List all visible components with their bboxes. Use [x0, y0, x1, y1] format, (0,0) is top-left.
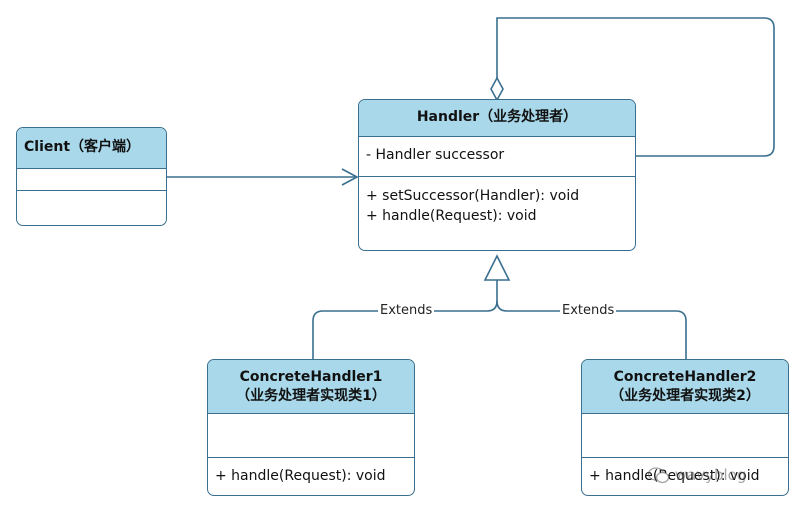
- concrete-handler2-methods: + handle(Request): void: [582, 458, 788, 486]
- extends-label-right: Extends: [560, 303, 617, 318]
- concrete-handler1-class[interactable]: ConcreteHandler1 （业务处理者实现类1） + handle(Re…: [207, 359, 415, 496]
- self-association-line: [496, 17, 775, 157]
- handler-method: + setSuccessor(Handler): void: [366, 188, 580, 204]
- concrete-handler2-method: + handle(Request): void: [589, 468, 760, 484]
- handler-attribute: - Handler successor: [366, 147, 505, 163]
- watermark: wavyblog: [647, 466, 747, 484]
- wechat-icon: [647, 467, 670, 484]
- watermark-text: wavyblog: [674, 466, 747, 484]
- aggregation-diamond: [490, 76, 504, 102]
- concrete-handler1-method: + handle(Request): void: [215, 468, 386, 484]
- concrete-handler2-subtitle: （业务处理者实现类2）: [610, 388, 760, 404]
- concrete-handler1-subtitle: （业务处理者实现类1）: [236, 388, 386, 404]
- handler-class[interactable]: Handler（业务处理者） - Handler successor + set…: [358, 99, 636, 251]
- handler-attributes: - Handler successor: [359, 137, 635, 177]
- concrete-handler2-attributes: [582, 414, 788, 458]
- inheritance-line-right: [496, 300, 687, 360]
- association-arrowhead: [341, 168, 359, 186]
- concrete-handler2-class[interactable]: ConcreteHandler2 （业务处理者实现类2） + handle(Re…: [581, 359, 789, 496]
- client-class-name: Client（客户端）: [17, 128, 166, 169]
- client-methods: [17, 191, 166, 225]
- handler-methods: + setSuccessor(Handler): void + handle(R…: [359, 177, 635, 226]
- client-class[interactable]: Client（客户端）: [16, 127, 167, 226]
- inheritance-line-left: [312, 280, 498, 360]
- concrete-handler1-title: ConcreteHandler1: [239, 369, 383, 385]
- extends-label-left: Extends: [378, 303, 435, 318]
- concrete-handler2-class-name: ConcreteHandler2 （业务处理者实现类2）: [582, 360, 788, 414]
- concrete-handler1-methods: + handle(Request): void: [208, 458, 414, 486]
- concrete-handler1-attributes: [208, 414, 414, 458]
- client-attributes: [17, 169, 166, 191]
- inheritance-triangle: [483, 254, 511, 281]
- handler-method: + handle(Request): void: [366, 208, 537, 224]
- concrete-handler2-title: ConcreteHandler2: [613, 369, 757, 385]
- handler-class-name: Handler（业务处理者）: [359, 100, 635, 137]
- concrete-handler1-class-name: ConcreteHandler1 （业务处理者实现类1）: [208, 360, 414, 414]
